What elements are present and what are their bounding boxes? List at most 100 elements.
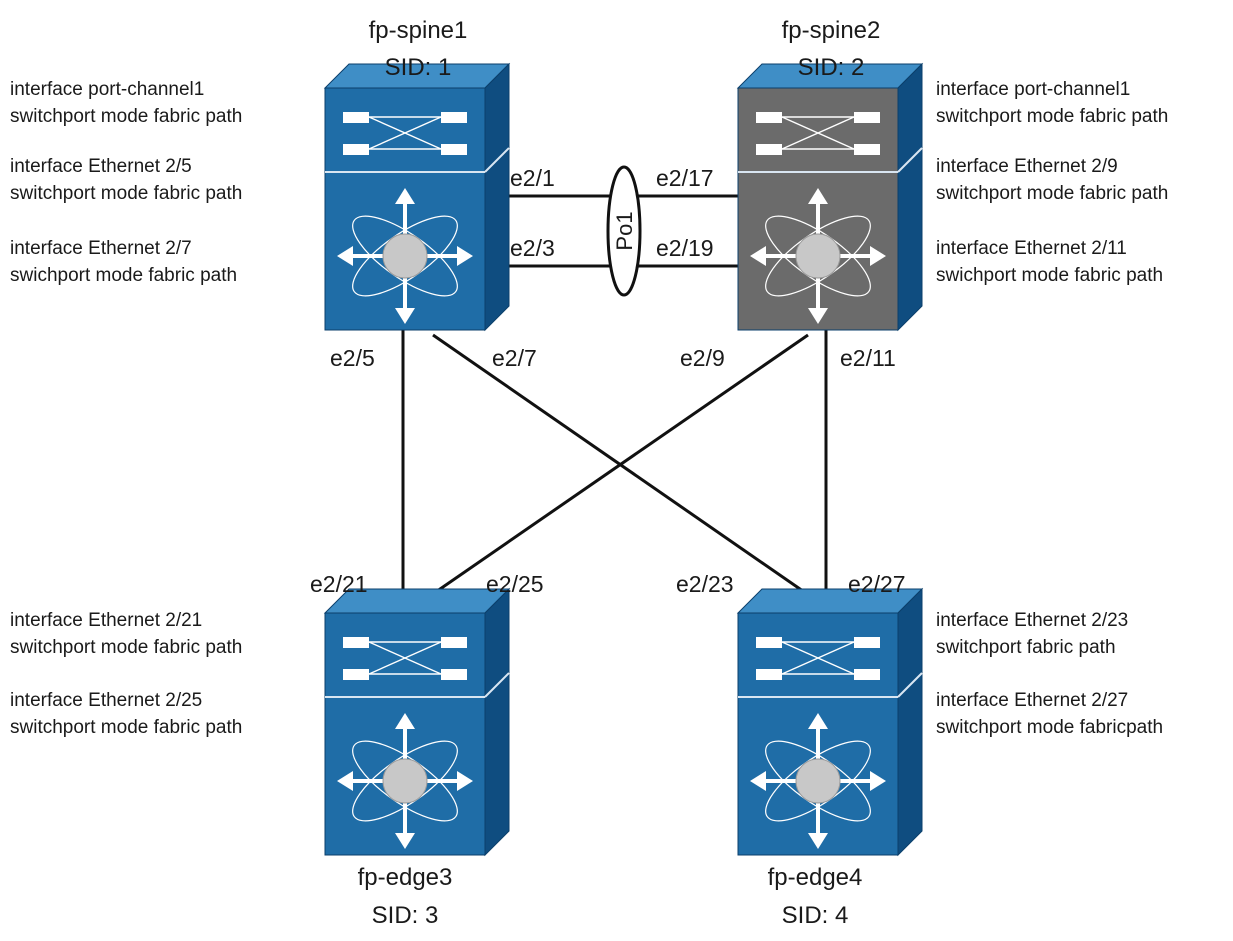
hub-arrow-head <box>808 308 828 324</box>
spine1-config-line: interface Ethernet 2/5 <box>10 156 192 177</box>
spine1-config-line: switchport mode fabric path <box>10 106 242 127</box>
switch-side-face <box>897 62 923 332</box>
port-label-spine2-e2-17: e2/17 <box>656 165 714 191</box>
edge4-sid: SID: 4 <box>782 902 849 929</box>
spine2-name: fp-spine2 <box>782 17 881 44</box>
switch-divider-side <box>897 147 923 173</box>
switch-front-upper <box>737 612 899 698</box>
spine2-config-line: switchport mode fabric path <box>936 183 1168 204</box>
port-block <box>756 144 782 155</box>
port-block <box>343 112 369 123</box>
switch-crossover-panel <box>756 112 880 155</box>
port-label-spine1-e2-5: e2/5 <box>330 345 375 371</box>
spine1-config-line: switchport mode fabric path <box>10 183 242 204</box>
port-block <box>854 144 880 155</box>
switch-hub-panel <box>337 713 473 849</box>
port-label-spine2-e2-11: e2/11 <box>840 345 896 371</box>
port-channel-label: Po1 <box>612 211 637 250</box>
hub-arrow-head <box>395 308 415 324</box>
spine1-config-line: swichport mode fabric path <box>10 265 237 286</box>
edge4-config: interface Ethernet 2/23 switchport fabri… <box>936 610 1163 738</box>
hub-arrow-head <box>808 833 828 849</box>
edge4-name: fp-edge4 <box>768 864 863 891</box>
port-block <box>441 637 467 648</box>
switch-crossover-panel <box>756 637 880 680</box>
port-label-spine1-e2-1: e2/1 <box>510 165 555 191</box>
hub-arrow-head <box>870 771 886 791</box>
hub-arrow-head <box>750 771 766 791</box>
port-block <box>756 637 782 648</box>
switch-hub-panel <box>337 188 473 324</box>
switch-side-face <box>484 587 510 857</box>
port-channel-po1: Po1 <box>606 165 642 297</box>
spine2-config-line: switchport mode fabric path <box>936 106 1168 127</box>
spine1-config-line: interface port-channel1 <box>10 79 204 100</box>
port-block <box>441 669 467 680</box>
switch-fp-spine2 layer3-switch-icon <box>736 62 924 332</box>
hub-arrow-head <box>337 246 353 266</box>
edge3-sid: SID: 3 <box>372 902 439 929</box>
port-label-edge3-e2-21: e2/21 <box>310 571 368 597</box>
hub-arrow-head <box>395 713 415 729</box>
port-block <box>756 669 782 680</box>
switch-fp-edge3 layer3-switch-icon <box>323 587 511 857</box>
crossover-line <box>368 641 442 675</box>
switch-divider-side <box>897 672 923 698</box>
port-label-spine1-e2-7: e2/7 <box>492 345 537 371</box>
hub-arrow-head <box>395 188 415 204</box>
spine1-config: interface port-channel1 switchport mode … <box>10 79 242 286</box>
hub-arrow-head <box>750 246 766 266</box>
port-block <box>756 112 782 123</box>
edge3-config-line: interface Ethernet 2/21 <box>10 610 202 631</box>
hub-center <box>382 758 428 804</box>
port-block <box>343 637 369 648</box>
crossover-line <box>781 116 855 150</box>
hub-arrow-head <box>337 771 353 791</box>
crossover-line <box>781 641 855 675</box>
port-channel-ellipse <box>606 165 642 297</box>
spine1-config-line: interface Ethernet 2/7 <box>10 238 192 259</box>
edge3-name: fp-edge3 <box>358 864 453 891</box>
port-block <box>854 637 880 648</box>
switch-divider-side <box>484 672 510 698</box>
crossover-line <box>368 116 442 150</box>
port-label-edge4-e2-27: e2/27 <box>848 571 906 597</box>
links <box>401 194 828 609</box>
port-block <box>854 112 880 123</box>
spine2-sid: SID: 2 <box>798 54 865 81</box>
spine1-sid: SID: 1 <box>385 54 452 81</box>
hub-arrow-head <box>870 246 886 266</box>
spine2-config: interface port-channel1 switchport mode … <box>936 79 1168 286</box>
spine2-config-line: swichport mode fabric path <box>936 265 1163 286</box>
edge4-config-line: interface Ethernet 2/23 <box>936 610 1128 631</box>
hub-arrow-head <box>457 246 473 266</box>
port-block <box>441 144 467 155</box>
port-label-spine1-e2-3: e2/3 <box>510 235 555 261</box>
edge3-config-line: interface Ethernet 2/25 <box>10 690 202 711</box>
spine1-name: fp-spine1 <box>369 17 468 44</box>
port-label-edge4-e2-23: e2/23 <box>676 571 734 597</box>
switch-side-face <box>484 62 510 332</box>
switch-hub-panel <box>750 188 886 324</box>
hub-arrow-head <box>808 188 828 204</box>
edge3-config: interface Ethernet 2/21 switchport mode … <box>10 610 242 738</box>
port-label-spine2-e2-19: e2/19 <box>656 235 714 261</box>
port-block <box>343 144 369 155</box>
hub-arrow-head <box>457 771 473 791</box>
port-block <box>343 669 369 680</box>
port-label-spine2-e2-9: e2/9 <box>680 345 725 371</box>
switch-divider-side <box>484 147 510 173</box>
switch-front-upper <box>737 87 899 173</box>
port-label-edge3-e2-25: e2/25 <box>486 571 544 597</box>
link-spine2-e2-9-edge3-e2-25 <box>413 333 809 609</box>
hub-center <box>795 758 841 804</box>
hub-arrow-head <box>395 833 415 849</box>
switch-front-upper <box>324 87 486 173</box>
edge4-config-line: switchport fabric path <box>936 637 1116 658</box>
edge4-config-line: interface Ethernet 2/27 <box>936 690 1128 711</box>
switch-crossover-panel <box>343 637 467 680</box>
edge3-config-line: switchport mode fabric path <box>10 637 242 658</box>
spine2-config-line: interface Ethernet 2/11 <box>936 238 1127 259</box>
switch-hub-panel <box>750 713 886 849</box>
